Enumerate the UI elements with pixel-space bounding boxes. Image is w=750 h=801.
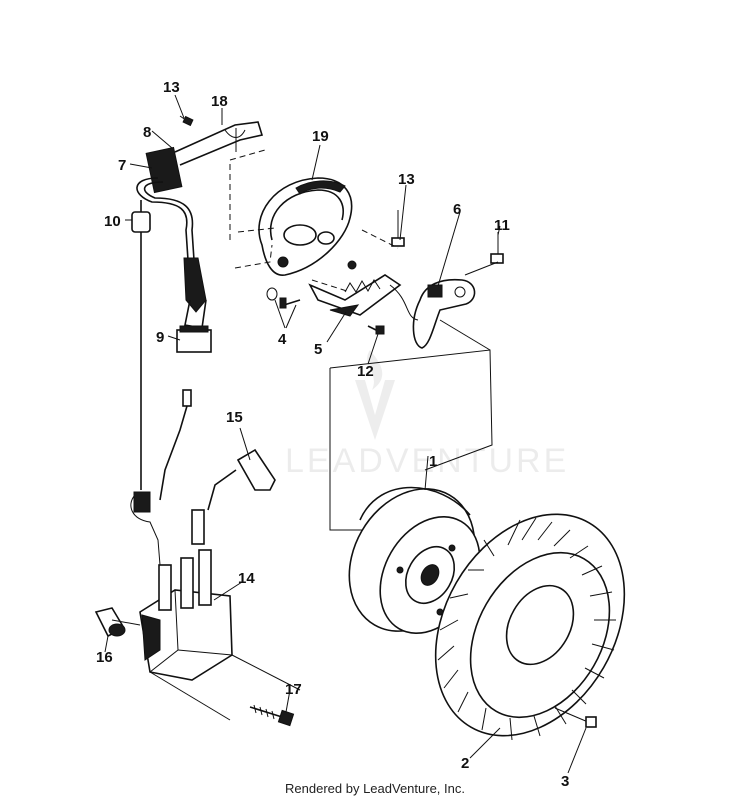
label-10: 10 <box>104 213 121 230</box>
watermark: LEADVENTURE <box>285 350 569 480</box>
connector-9[interactable] <box>176 325 212 353</box>
spacer-16[interactable] <box>94 607 126 638</box>
label-5: 5 <box>314 341 322 358</box>
label-18: 18 <box>211 93 228 110</box>
label-3: 3 <box>561 773 569 790</box>
charge-coil[interactable] <box>308 274 419 321</box>
screw-11[interactable] <box>490 232 504 264</box>
screw-13-right[interactable] <box>391 210 405 247</box>
spark-plug-boot[interactable] <box>159 389 276 545</box>
flywheel-fan[interactable] <box>397 480 662 769</box>
part-labels: 1 2 3 4 5 6 7 8 9 10 11 12 13 13 14 15 1… <box>96 79 569 790</box>
magnet-rotor[interactable] <box>324 466 500 654</box>
label-12: 12 <box>357 363 374 380</box>
guide-lines <box>111 149 499 721</box>
label-16: 16 <box>96 649 113 666</box>
connector-10[interactable] <box>131 200 151 490</box>
label-1: 1 <box>429 453 437 470</box>
screw-12[interactable] <box>367 325 385 335</box>
label-4: 4 <box>278 331 287 348</box>
label-17: 17 <box>285 681 302 698</box>
label-14: 14 <box>238 570 255 587</box>
label-11: 11 <box>494 217 510 234</box>
label-6: 6 <box>453 201 461 218</box>
label-15: 15 <box>226 409 243 426</box>
footer-credit: Rendered by LeadVenture, Inc. <box>285 781 465 796</box>
ignition-coil[interactable] <box>130 491 233 681</box>
screw-4[interactable] <box>266 287 301 309</box>
ground-wire-and-bracket[interactable] <box>145 121 264 194</box>
leader-lines <box>104 94 587 774</box>
screw-3[interactable] <box>554 707 597 728</box>
coil-bracket[interactable] <box>412 278 476 349</box>
label-13-top: 13 <box>163 79 180 96</box>
label-19: 19 <box>312 128 329 145</box>
label-2: 2 <box>461 755 469 772</box>
bolt-17[interactable] <box>249 704 295 727</box>
label-7: 7 <box>118 157 126 174</box>
watermark-text: LEADVENTURE <box>285 442 569 480</box>
label-8: 8 <box>143 124 151 141</box>
screw-13-top[interactable] <box>179 115 194 127</box>
stator-plate[interactable] <box>258 177 357 276</box>
label-13-right: 13 <box>398 171 415 188</box>
label-9: 9 <box>156 329 164 346</box>
lead-wire[interactable] <box>136 177 207 329</box>
